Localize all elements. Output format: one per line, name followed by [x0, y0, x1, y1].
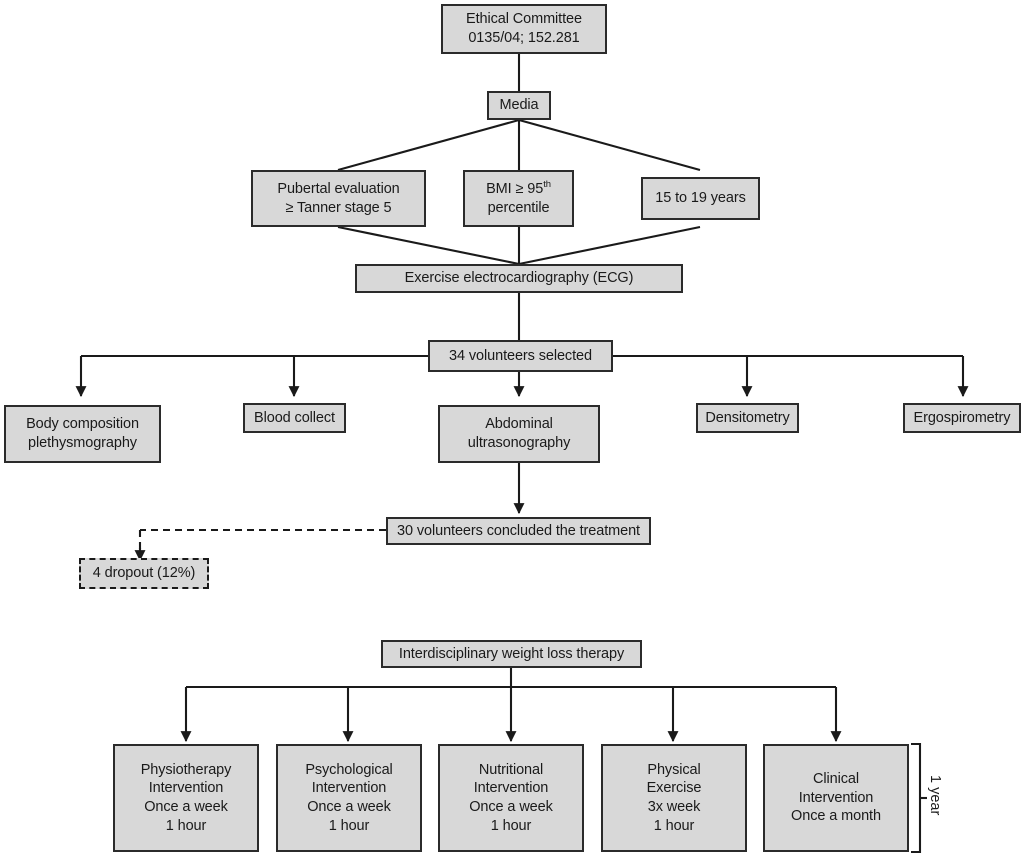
ecg-label: Exercise electrocardiography (ECG): [404, 270, 634, 287]
abdominal-us-line-2: ultrasonography: [467, 435, 571, 451]
concluded-label: 30 volunteers concluded the treatment: [397, 522, 640, 539]
bmi-line-2: percentile: [487, 199, 550, 216]
ergospirometry-label: Ergospirometry: [913, 409, 1011, 426]
physiotherapy-line-4: 1 hour: [165, 817, 207, 834]
node-media: Media: [487, 91, 551, 120]
node-exercise-ecg: Exercise electrocardiography (ECG): [355, 264, 683, 293]
ethical-committee-line-1: Ethical Committee: [466, 11, 582, 28]
node-clinical-intervention: Clinical Intervention Once a month: [763, 744, 909, 852]
nutritional-line-4: 1 hour: [490, 817, 532, 834]
node-age-range: 15 to 19 years: [641, 177, 760, 220]
node-ergospirometry: Ergospirometry: [903, 403, 1021, 433]
dropout-label: 4 dropout (12%): [92, 565, 196, 582]
node-densitometry: Densitometry: [696, 403, 799, 433]
blood-collect-label: Blood collect: [254, 409, 335, 426]
body-composition-line-2: plethysmography: [28, 435, 137, 451]
bmi-line-1: BMI ≥ 95th: [486, 180, 551, 199]
node-volunteers-selected: 34 volunteers selected: [428, 340, 613, 372]
pubertal-line-1: Pubertal evaluation: [277, 180, 400, 197]
physiotherapy-line-3: Once a week: [144, 799, 228, 815]
nutritional-line-2: Intervention: [473, 780, 549, 797]
node-bmi-percentile: BMI ≥ 95th percentile: [463, 170, 574, 227]
physical-exercise-line-2: Exercise: [646, 780, 702, 797]
node-pubertal-evaluation: Pubertal evaluation ≥ Tanner stage 5: [251, 170, 426, 227]
node-ethical-committee: Ethical Committee 0135/04; 152.281: [441, 4, 607, 54]
nutritional-line-3: Once a week: [469, 799, 553, 815]
ethical-committee-line-2: 0135/04; 152.281: [468, 30, 580, 46]
clinical-line-3: Once a month: [791, 808, 881, 825]
physiotherapy-line-1: Physiotherapy: [140, 761, 232, 778]
nutritional-line-1: Nutritional: [478, 761, 544, 778]
psychological-line-2: Intervention: [311, 780, 387, 797]
physiotherapy-line-2: Intervention: [148, 780, 224, 797]
node-body-composition: Body composition plethysmography: [4, 405, 161, 463]
node-dropout: 4 dropout (12%): [79, 558, 209, 589]
physical-exercise-line-1: Physical: [647, 761, 701, 778]
psychological-line-4: 1 hour: [328, 817, 370, 834]
clinical-line-1: Clinical: [813, 771, 859, 788]
physical-exercise-line-4: 1 hour: [653, 817, 695, 834]
bmi-line-1-text: BMI ≥ 95: [486, 180, 544, 197]
abdominal-us-line-1: Abdominal: [485, 416, 553, 433]
node-physical-exercise: Physical Exercise 3x week 1 hour: [601, 744, 747, 852]
node-abdominal-ultrasonography: Abdominal ultrasonography: [438, 405, 600, 463]
node-volunteers-concluded: 30 volunteers concluded the treatment: [386, 517, 651, 545]
node-nutritional-intervention: Nutritional Intervention Once a week 1 h…: [438, 744, 584, 852]
pubertal-line-2: ≥ Tanner stage 5: [285, 199, 392, 216]
densitometry-label: Densitometry: [705, 409, 790, 426]
psychological-line-3: Once a week: [307, 799, 391, 815]
body-composition-line-1: Body composition: [26, 416, 139, 433]
age-label: 15 to 19 years: [655, 190, 746, 207]
psychological-line-1: Psychological: [305, 761, 393, 778]
node-psychological-intervention: Psychological Intervention Once a week 1…: [276, 744, 422, 852]
volunteers-selected-label: 34 volunteers selected: [449, 347, 592, 364]
node-interdisciplinary-therapy: Interdisciplinary weight loss therapy: [381, 640, 642, 668]
media-label: Media: [499, 97, 539, 114]
bmi-superscript: th: [543, 179, 551, 191]
node-physiotherapy-intervention: Physiotherapy Intervention Once a week 1…: [113, 744, 259, 852]
node-blood-collect: Blood collect: [243, 403, 346, 433]
therapy-label: Interdisciplinary weight loss therapy: [398, 645, 625, 662]
physical-exercise-line-3: 3x week: [647, 799, 701, 815]
duration-bracket-label: 1 year: [927, 775, 943, 816]
clinical-line-2: Intervention: [798, 789, 874, 806]
